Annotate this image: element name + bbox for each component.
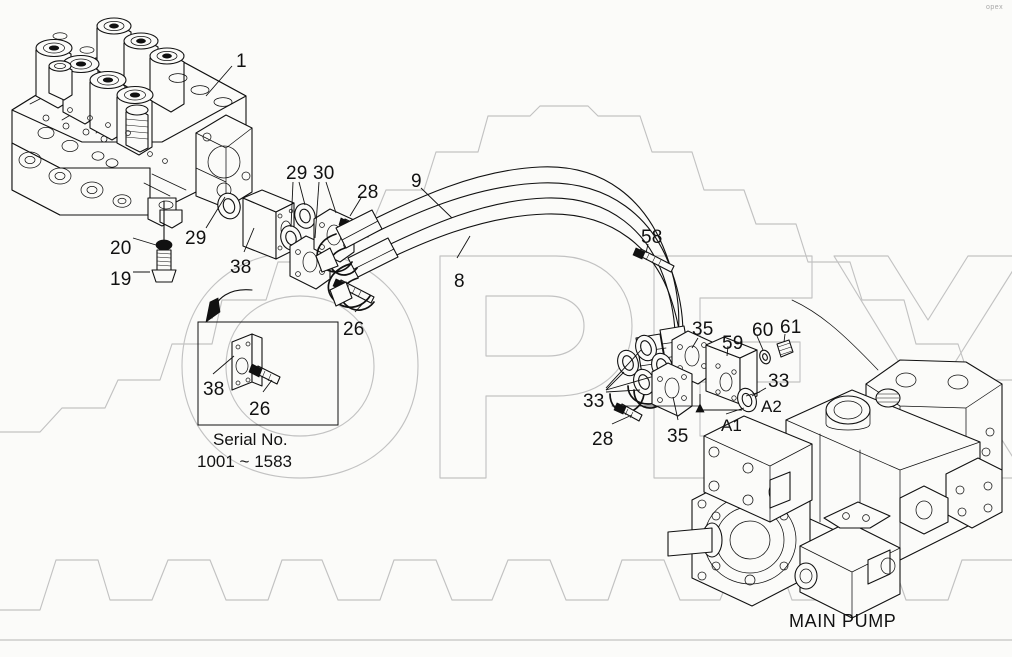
port-label-a2: A2 <box>761 397 782 416</box>
callout-30-split-flange: 30 <box>313 163 335 184</box>
leader-8 <box>456 235 471 259</box>
callout-38-flange-block: 38 <box>230 257 252 278</box>
callout-59-adapter-block: 59 <box>722 333 744 354</box>
split-flange-35 <box>651 330 713 421</box>
port-label-a1: A1 <box>721 416 742 435</box>
inset-callout-26-bolt: 26 <box>249 399 271 420</box>
callout-8-hose: 8 <box>454 271 465 292</box>
corner-watermark: opex <box>986 4 1004 11</box>
callout-60-oring: 60 <box>752 320 774 341</box>
callout-61-plug: 61 <box>780 317 802 338</box>
callout-26-bolt-upper: 26 <box>343 319 365 340</box>
callout-9-hose: 9 <box>411 171 422 192</box>
control-valve-assembly <box>11 17 253 229</box>
callout-58-bolt: 58 <box>641 227 663 248</box>
serial-note-inset <box>197 289 339 426</box>
callout-28-bolt-lower: 28 <box>592 429 614 450</box>
washer-20-bolt-19 <box>132 200 177 283</box>
hydraulic-hoses <box>315 166 694 413</box>
leader-a2 <box>745 391 761 397</box>
callout-33-oring-right: 33 <box>768 371 790 392</box>
callout-28-bolt-upper: 28 <box>357 182 379 203</box>
leader-9 <box>420 187 453 219</box>
leader-1 <box>205 65 233 97</box>
callout-20-washer: 20 <box>110 238 132 259</box>
oring-33-cluster <box>605 334 673 396</box>
callout-33-oring-left: 33 <box>583 391 605 412</box>
bolt-58 <box>632 243 675 273</box>
callout-35-flange-lower: 35 <box>667 426 689 447</box>
callout-19-bolt: 19 <box>110 269 132 290</box>
serial-note-title: Serial No. <box>213 430 288 449</box>
main-pump-caption: MAIN PUMP <box>789 611 897 631</box>
main-pump <box>667 299 1003 619</box>
leader-a1 <box>725 407 745 415</box>
callout-35-flange-upper: 35 <box>692 319 714 340</box>
oring-29-left <box>205 192 241 229</box>
inset-callout-38-plate: 38 <box>203 379 225 400</box>
serial-note-range: 1001 ~ 1583 <box>197 452 293 471</box>
callout-29-oring-upper: 29 <box>286 163 308 184</box>
callout-29-oring-left: 29 <box>185 228 207 249</box>
callout-1-control-valve: 1 <box>236 51 247 72</box>
adapter-block-59 <box>695 336 758 413</box>
